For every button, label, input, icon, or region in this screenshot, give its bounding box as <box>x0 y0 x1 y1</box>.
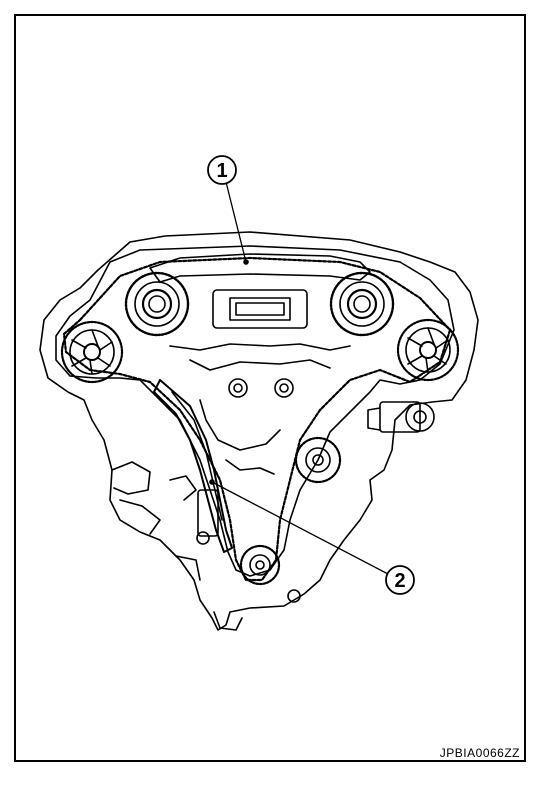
right-camshaft-sprocket <box>329 271 395 337</box>
chain-tensioner-guide <box>153 379 233 553</box>
engine-block-outline <box>39 231 479 631</box>
front-cover-outline <box>55 245 455 577</box>
left-valve-timing-sprocket <box>60 320 124 384</box>
timing-chain <box>62 256 452 582</box>
left-camshaft-sprocket <box>124 271 190 337</box>
callout-2: 2 <box>385 565 415 595</box>
center-plate <box>212 289 308 329</box>
callout-1: 1 <box>207 155 237 185</box>
right-valve-timing-sprocket <box>396 318 460 382</box>
figure-frame <box>14 14 526 762</box>
callout-1-number: 1 <box>216 160 227 182</box>
idler-sprocket <box>294 436 342 484</box>
upper-chain-guide <box>149 253 371 283</box>
right-tensioner <box>379 401 421 433</box>
callout-1-leader <box>225 181 247 263</box>
figure-id-label: JPBIA0066ZZ <box>439 746 520 760</box>
callout-2-leader <box>211 481 389 575</box>
callout-2-number: 2 <box>394 570 405 592</box>
crankshaft-sprocket <box>239 544 281 586</box>
